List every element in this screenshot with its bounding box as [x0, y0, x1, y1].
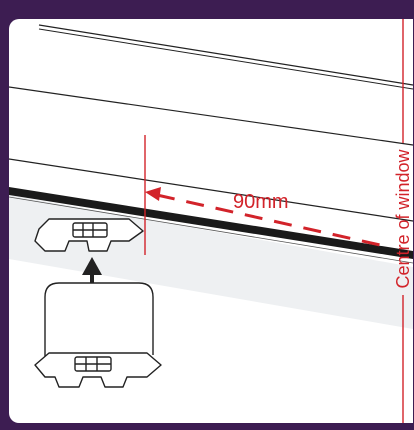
rail-mid-edge	[9, 86, 413, 146]
rail-bottom-edge	[9, 187, 413, 259]
centre-label: Centre of window	[393, 148, 413, 288]
rail-top-edge	[38, 24, 413, 86]
installation-diagram: 90mm Centre of window	[9, 19, 413, 423]
measurement-arrowhead	[145, 187, 161, 201]
centre-marker: Centre of window	[393, 19, 413, 423]
loose-clip	[34, 282, 162, 388]
measurement-dashed-line	[156, 193, 390, 249]
mounted-clip	[34, 218, 144, 252]
rail-shadow-line	[9, 196, 413, 264]
measurement-label: 90mm	[233, 191, 289, 213]
rail-lower-edge	[9, 158, 413, 222]
rail-top-edge-inner	[38, 28, 413, 90]
measurement: 90mm	[144, 135, 390, 255]
diagram-panel: 90mm Centre of window	[9, 19, 413, 423]
